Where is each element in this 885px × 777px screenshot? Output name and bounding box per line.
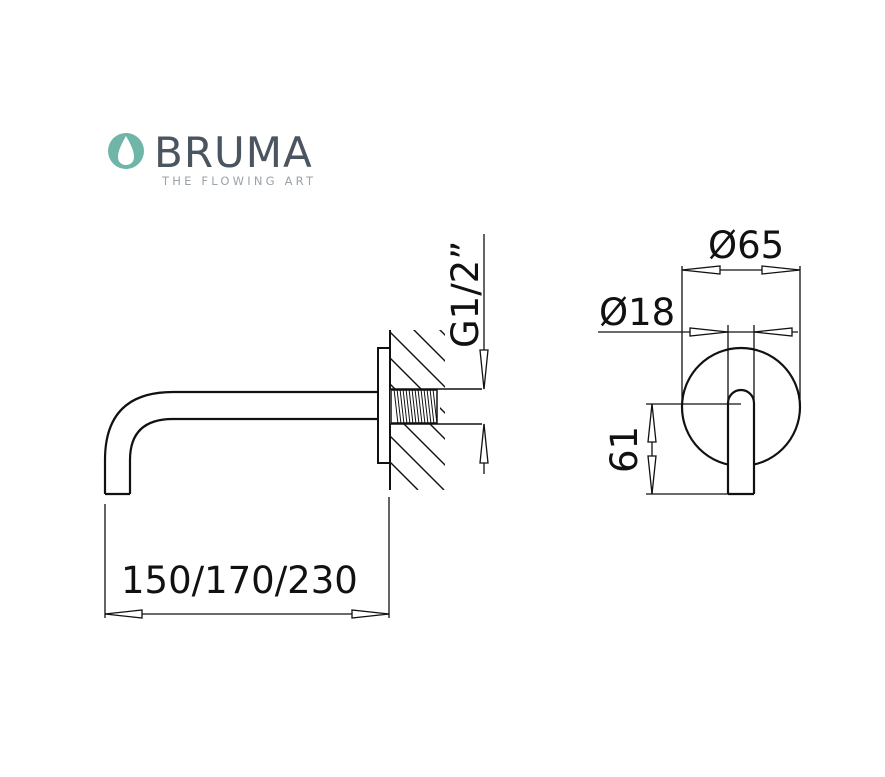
wall-section	[389, 330, 482, 490]
thread-dimension	[479, 234, 489, 474]
outer-diameter-dimension	[681, 265, 801, 405]
front-view: Ø65 Ø18 61	[598, 224, 802, 496]
wall-flange	[377, 347, 391, 464]
spout-diameter-dimension	[598, 325, 798, 400]
spout-front	[726, 388, 756, 494]
outer-diameter-label: Ø65	[708, 224, 784, 267]
height-label: 61	[603, 426, 646, 473]
spout-diameter-label: Ø18	[599, 291, 675, 334]
side-view: G1/2” 150/170/230	[103, 234, 489, 619]
height-dimension	[646, 403, 741, 495]
length-label: 150/170/230	[121, 559, 358, 602]
spout-pipe	[103, 390, 378, 496]
water-drop-icon	[108, 133, 144, 169]
thread-label: G1/2”	[444, 241, 487, 348]
brand-name: BRUMA	[154, 128, 313, 177]
thread-section	[390, 389, 438, 424]
brand-tagline: THE FLOWING ART	[161, 174, 316, 188]
brand-logo: BRUMA THE FLOWING ART	[108, 128, 316, 188]
length-dimension	[104, 497, 390, 619]
